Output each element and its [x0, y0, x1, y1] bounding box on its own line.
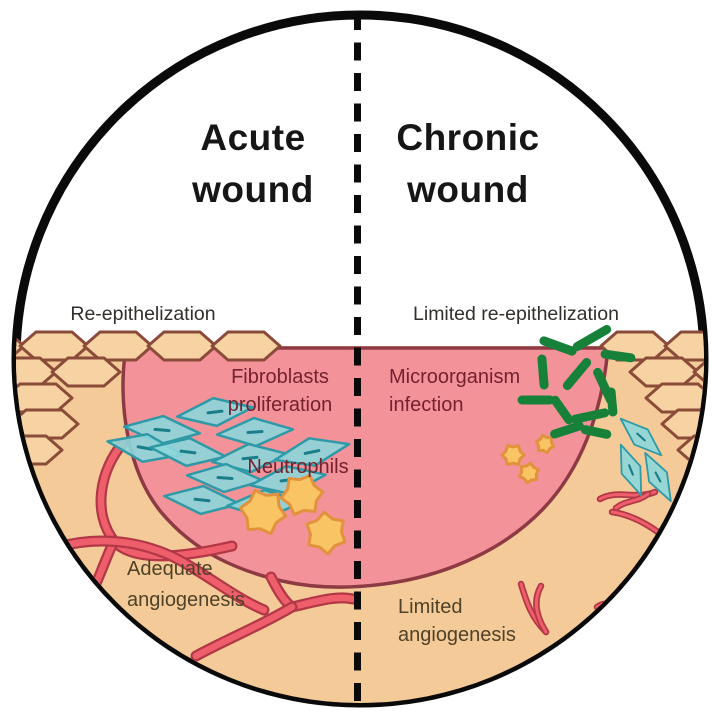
reepithelization-label: Re-epithelization: [70, 303, 215, 325]
fibroblast-nucleus: [303, 449, 321, 455]
epidermis-hexagon-cell: [660, 408, 704, 440]
bacterium-rod: [572, 325, 612, 351]
epidermis-hexagon-cell: [0, 384, 8, 412]
bacterium-rod: [550, 395, 574, 425]
epidermis-hexagon-cell: [710, 384, 720, 412]
adequate-angiogenesis-label-line2: angiogenesis: [127, 589, 245, 611]
limited-angiogenesis-label-line2: angiogenesis: [398, 624, 516, 646]
chronic-wound-title-line2: wound: [406, 169, 529, 210]
blood-vessel: [618, 626, 654, 634]
fibroblast-cell: [644, 451, 672, 503]
neutrophil-cell: [238, 488, 288, 536]
fibroblast-cell: [215, 416, 295, 448]
epidermis-hexagon-cell: [644, 382, 704, 414]
neutrophil-cell: [534, 433, 556, 455]
blood-vessel: [534, 584, 548, 634]
neutrophil-cell: [279, 474, 325, 516]
neutrophil-cell: [500, 444, 526, 466]
fibroblast-nucleus: [153, 427, 171, 433]
epidermis-hexagon-cell: [18, 330, 90, 362]
blood-vessel-outline: [616, 624, 656, 636]
fibroblasts-label-line2: proliferation: [228, 394, 333, 416]
fibroblast-cell: [619, 443, 643, 497]
epidermis-hexagon-cell: [50, 356, 122, 388]
limited-reepithelization-label: Limited re-epithelization: [413, 303, 619, 325]
fibroblast-nucleus: [636, 432, 646, 442]
neutrophils-label: Neutrophils: [247, 456, 348, 478]
fibroblast-cell: [273, 437, 351, 467]
fibroblasts-label-line1: Fibroblasts: [231, 366, 329, 388]
fibroblast-cell: [619, 417, 663, 457]
limited-angiogenesis-label-line1: Limited: [398, 596, 462, 618]
circle-content: [0, 325, 720, 703]
fibroblast-nucleus: [206, 409, 224, 415]
fibroblast-nucleus: [246, 430, 264, 434]
bacterium-rod: [570, 408, 610, 424]
adequate-angiogenesis-label-line1: Adequate: [127, 558, 213, 580]
bacterium-rod: [537, 354, 549, 390]
fibroblast-nucleus: [654, 471, 662, 483]
microorganism-label-line1: Microorganism: [389, 366, 520, 388]
fibroblast-nucleus: [216, 476, 234, 480]
epidermis-hexagon-cell: [82, 330, 154, 362]
acute-wound-title-line2: wound: [191, 169, 314, 210]
fibroblast-nucleus: [241, 455, 259, 461]
fibroblast-nucleus: [179, 449, 197, 455]
chronic-wound-title-line1: Chronic: [396, 117, 539, 158]
blood-vessel: [614, 492, 650, 510]
fibroblast-nucleus: [136, 445, 154, 451]
fibroblast-cells: [106, 396, 672, 520]
bacterium-rod: [550, 421, 584, 439]
neutrophil-cell: [305, 510, 347, 556]
bacterium-rod: [539, 336, 577, 356]
epidermis-hexagon-cell: [628, 356, 700, 388]
acute-wound-title-line1: Acute: [200, 117, 305, 158]
bacterium-rod: [600, 349, 636, 363]
epidermis-hexagon-cell: [146, 330, 218, 362]
neutrophil-cells: [238, 433, 556, 556]
epidermis-hexagon-cell: [210, 330, 282, 362]
bacterium-rod: [606, 387, 618, 417]
fibroblast-cell: [176, 396, 254, 428]
bacterium-rod: [580, 425, 612, 439]
blood-vessel: [192, 603, 296, 660]
bacterium-rod: [562, 358, 592, 390]
fibroblast-nucleus: [628, 464, 634, 476]
epidermis-hexagon-layer: [0, 330, 720, 466]
fibroblast-nucleus: [193, 497, 211, 503]
blood-vessel: [54, 537, 268, 614]
microorganism-label-line2: infection: [389, 394, 464, 416]
microorganism-bacteria: [517, 325, 636, 439]
neutrophil-cell: [518, 461, 540, 485]
